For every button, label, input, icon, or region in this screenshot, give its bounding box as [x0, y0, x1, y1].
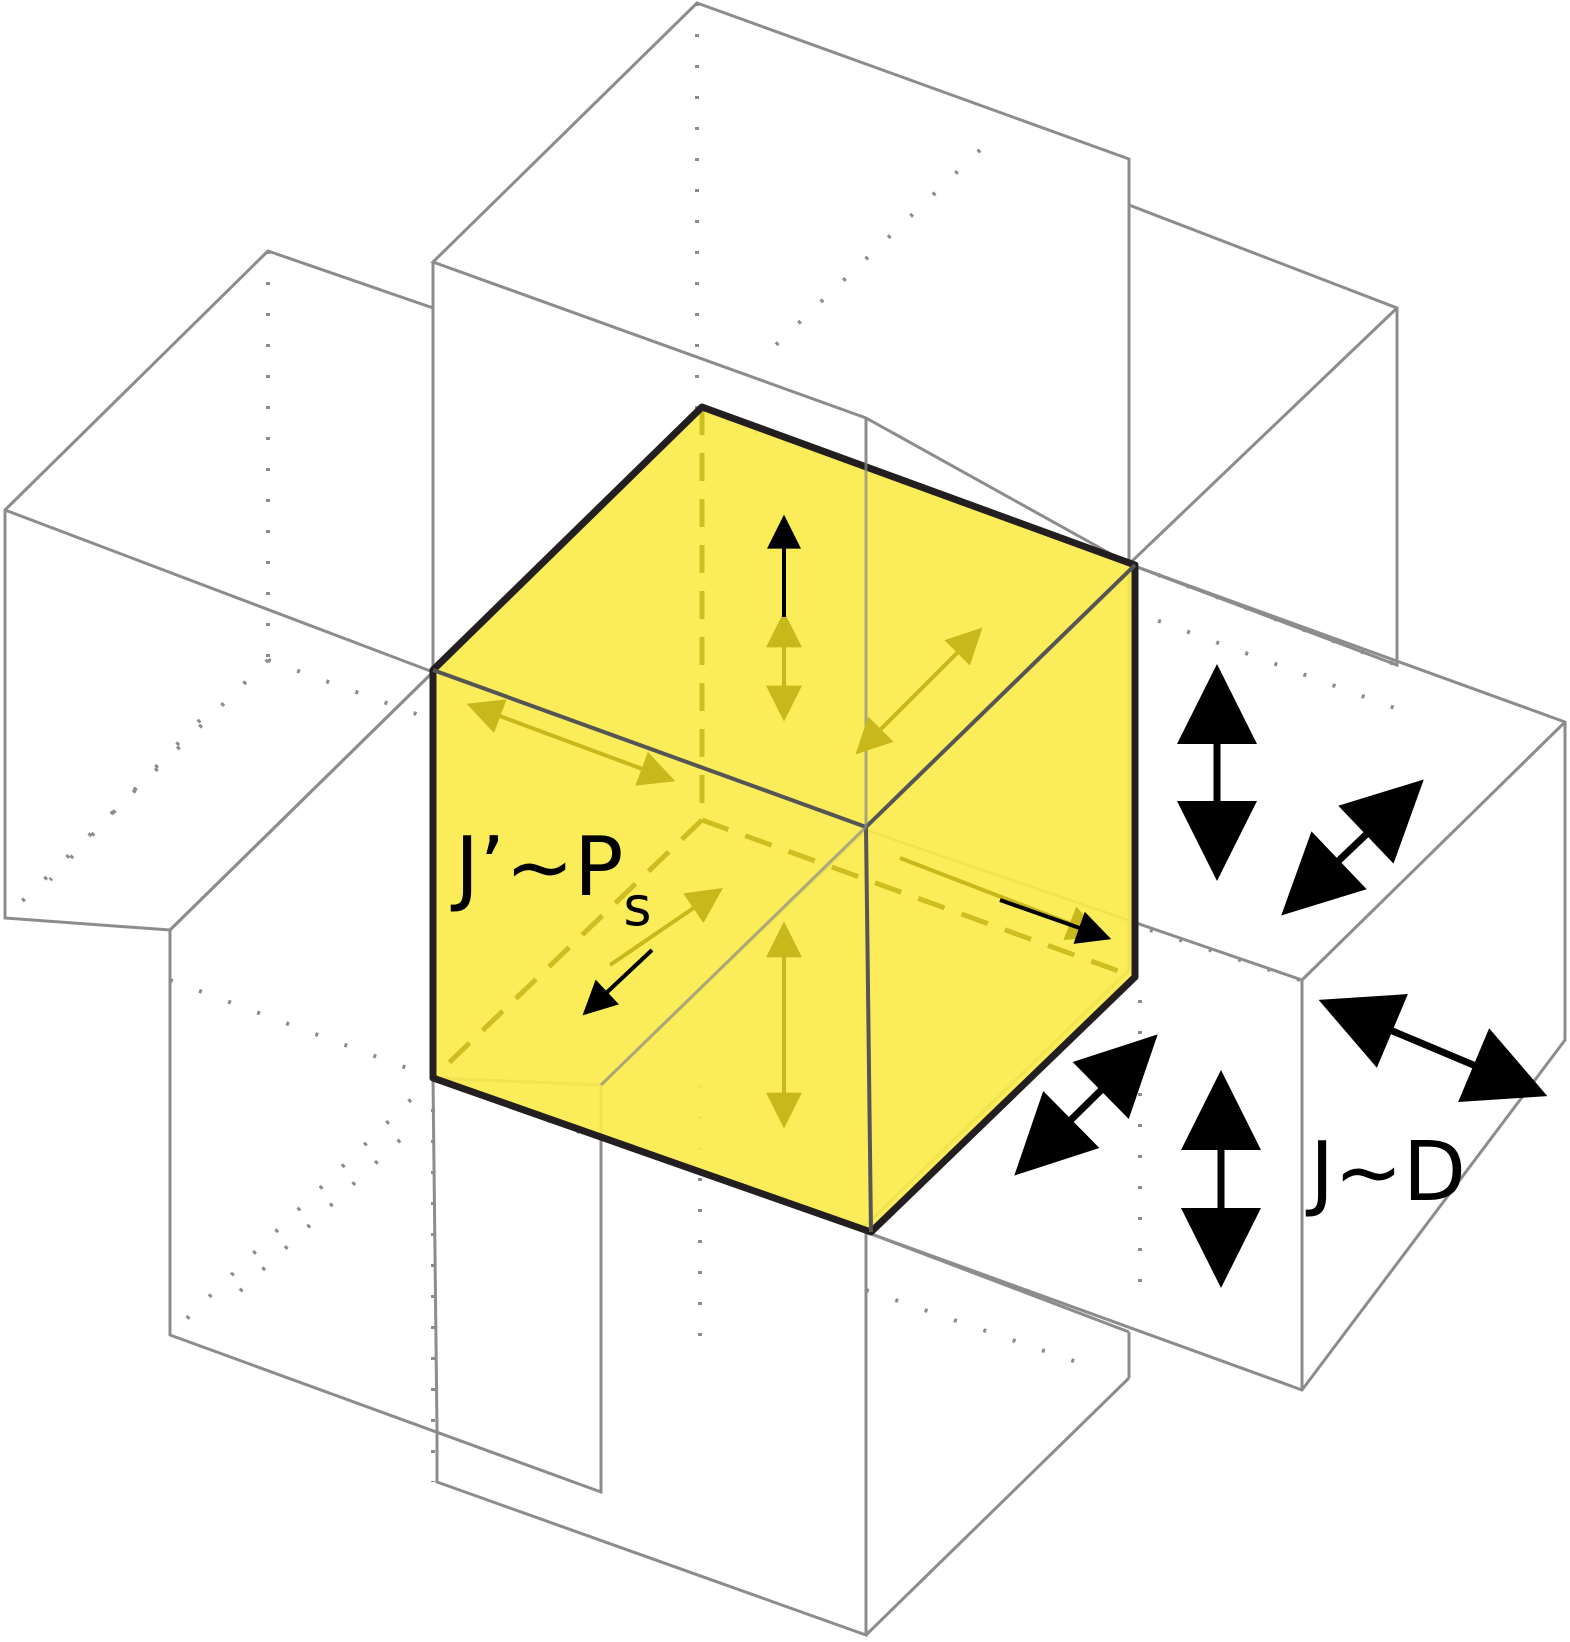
central-cube — [429, 403, 1139, 1236]
label-j-prime-sub: s — [623, 875, 651, 938]
label-j-prime-main: J’~P — [450, 820, 623, 915]
label-j-prime: J’~Ps — [450, 820, 652, 938]
arrow-icon — [582, 948, 654, 1016]
neighbor-cube-back-right — [1127, 202, 1399, 668]
label-j: J~D — [1305, 1125, 1466, 1220]
double-arrow-icon — [1318, 994, 1548, 1102]
double-arrow-icon — [855, 627, 983, 755]
arrow-icon — [999, 898, 1112, 944]
d-arrows — [1014, 664, 1548, 1288]
neighbor-cube-left — [3, 249, 435, 932]
double-arrow-icon — [1281, 779, 1424, 916]
double-arrow-icon — [466, 699, 676, 786]
double-arrow-icon — [1014, 1034, 1158, 1176]
spin-arrows — [582, 514, 1112, 1016]
double-arrow-icon — [608, 887, 723, 967]
